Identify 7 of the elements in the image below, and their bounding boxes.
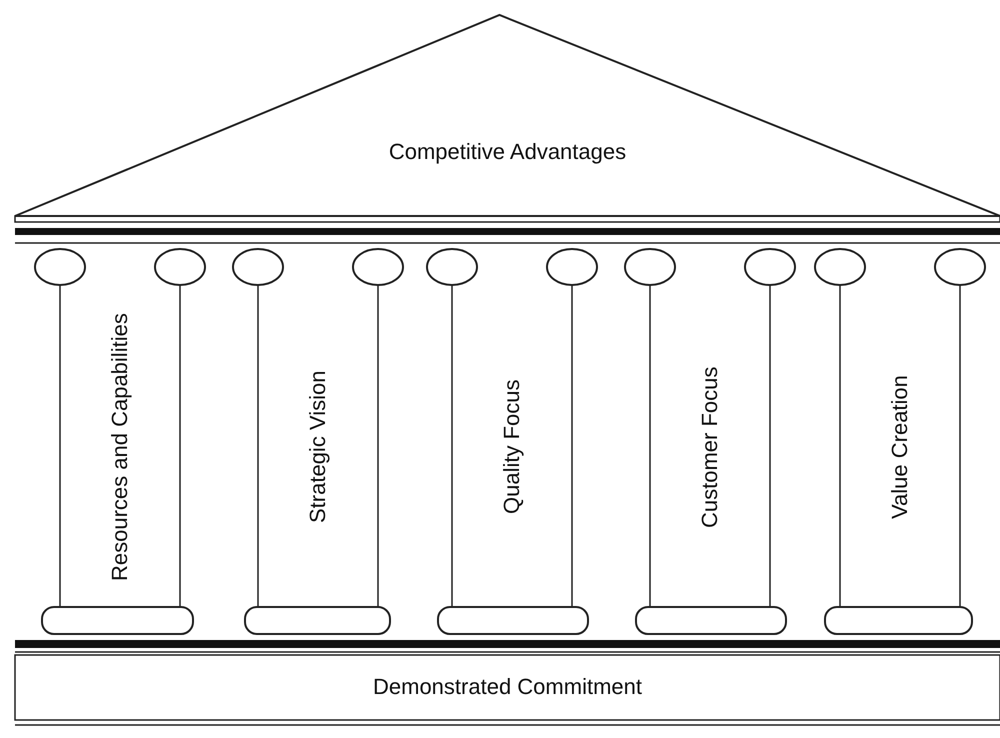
pillar-label: Resources and Capabilities (106, 312, 133, 583)
pillar-label: Strategic Vision (304, 370, 331, 526)
foundation-label: Demonstrated Commitment (372, 675, 643, 700)
pillar-label: Quality Focus (498, 378, 525, 516)
pillar-label: Value Creation (886, 374, 913, 521)
pillar-label: Customer Focus (696, 365, 723, 530)
roof-label: Competitive Advantages (388, 140, 628, 164)
